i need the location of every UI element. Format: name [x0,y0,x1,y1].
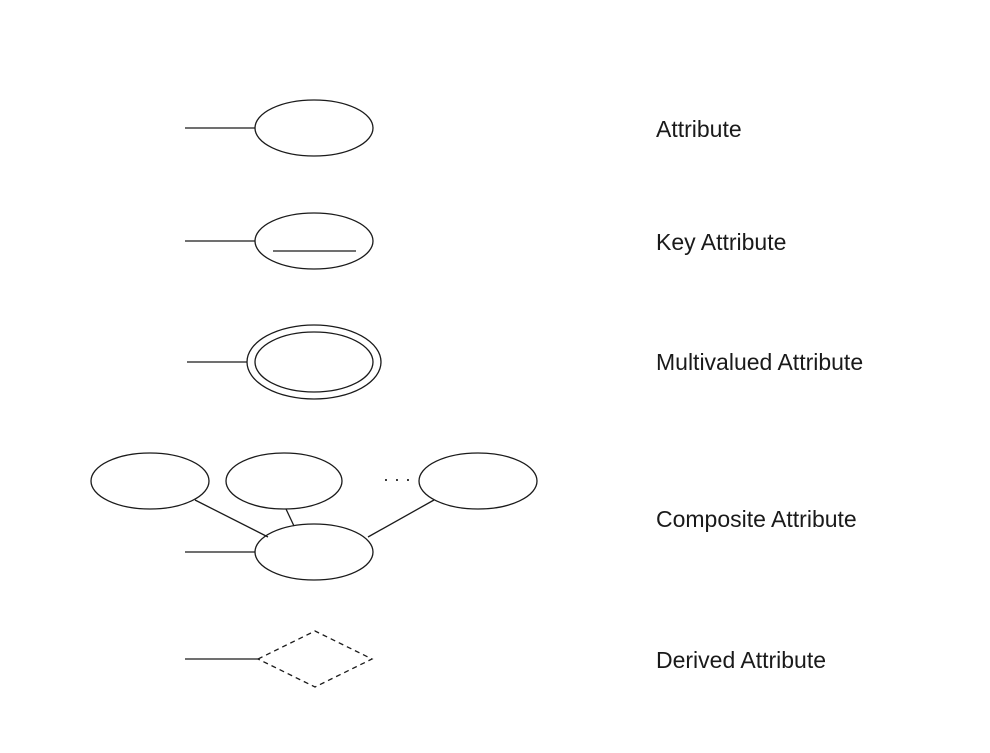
key-attribute-symbol [185,212,374,270]
composite-attribute-label: Composite Attribute [656,506,857,532]
composite-attribute-symbol: · · · [90,452,538,581]
composite-ellipsis: · · · [383,469,411,489]
derived-attribute-dashed-diamond [256,630,374,688]
key-attribute-label: Key Attribute [656,229,787,255]
multivalued-attribute-label: Multivalued Attribute [656,349,864,375]
multivalued-attribute-symbol [187,324,382,400]
multivalued-attribute-outer-ellipse [246,324,382,400]
key-attribute-ellipse [254,212,374,270]
derived-attribute-label: Derived Attribute [656,647,827,673]
derived-attribute-symbol [185,630,374,688]
composite-component-ellipse-1 [90,452,210,510]
composite-component-ellipse-2 [225,452,343,510]
composite-link-left [194,499,269,538]
attribute-ellipse [254,99,374,157]
attribute-label: Attribute [656,116,742,142]
composite-parent-ellipse [254,523,374,581]
attribute-symbol [185,99,374,157]
composite-link-right [367,499,435,538]
composite-link-middle [285,508,295,527]
multivalued-attribute-inner-ellipse [254,331,374,393]
composite-component-ellipse-3 [418,452,538,510]
